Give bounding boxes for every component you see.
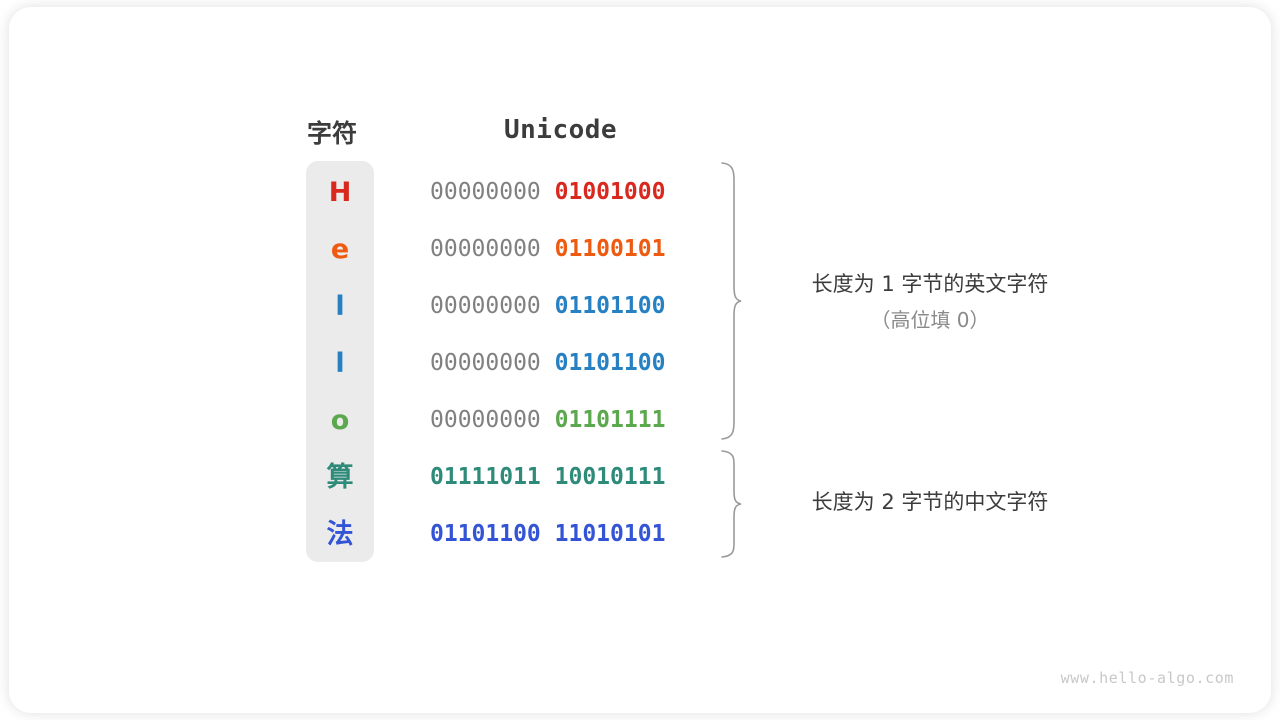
row-high-byte: 01111011 bbox=[430, 464, 541, 490]
row-bits: 00000000 01101100 bbox=[430, 335, 686, 392]
row-low-byte: 01100101 bbox=[554, 236, 666, 262]
row-high-byte: 01101100 bbox=[430, 521, 541, 547]
row-character: 算 bbox=[326, 462, 354, 493]
row-high-byte: 00000000 bbox=[430, 407, 541, 433]
figure-card bbox=[9, 7, 1271, 713]
character-column-background bbox=[306, 161, 374, 562]
row-low-byte: 01101100 bbox=[554, 293, 666, 319]
table-row: e 00000000 01100101 bbox=[0, 221, 1280, 278]
annotation-two-byte-line1: 长度为 2 字节的中文字符 bbox=[811, 490, 1049, 514]
annotation-one-byte-line1: 长度为 1 字节的英文字符 bbox=[811, 272, 1049, 296]
watermark-url: www.hello-algo.com bbox=[1060, 669, 1234, 687]
row-high-byte: 00000000 bbox=[430, 179, 541, 205]
row-low-byte: 01001000 bbox=[554, 179, 666, 205]
row-high-byte: 00000000 bbox=[430, 236, 541, 262]
table-row: H 00000000 01001000 bbox=[0, 164, 1280, 221]
row-high-byte: 00000000 bbox=[430, 350, 541, 376]
table-row: 算 01111011 10010111 bbox=[0, 449, 1280, 506]
row-low-byte: 01101111 bbox=[554, 407, 666, 433]
table-row: o 00000000 01101111 bbox=[0, 392, 1280, 449]
annotation-one-byte-line2: （高位填 0） bbox=[870, 308, 990, 332]
row-bits: 01111011 10010111 bbox=[430, 449, 686, 506]
row-character: o bbox=[330, 405, 350, 436]
row-bits: 00000000 01101100 bbox=[430, 278, 686, 335]
row-low-byte: 01101100 bbox=[554, 350, 666, 376]
row-bits: 00000000 01001000 bbox=[430, 164, 686, 221]
annotation-one-byte: 长度为 1 字节的英文字符 （高位填 0） bbox=[770, 266, 1090, 338]
row-character: H bbox=[328, 177, 352, 208]
row-character: 法 bbox=[326, 519, 354, 550]
row-bits: 00000000 01101111 bbox=[430, 392, 686, 449]
row-character: l bbox=[335, 348, 345, 379]
table-row: l 00000000 01101100 bbox=[0, 335, 1280, 392]
row-bits: 00000000 01100101 bbox=[430, 221, 686, 278]
row-character: e bbox=[330, 234, 350, 265]
row-low-byte: 11010101 bbox=[554, 521, 666, 547]
row-low-byte: 10010111 bbox=[554, 464, 666, 490]
column-header-character: 字符 bbox=[307, 120, 358, 148]
table-row: 法 01101100 11010101 bbox=[0, 506, 1280, 563]
column-header-unicode: Unicode bbox=[504, 115, 618, 145]
table-row: l 00000000 01101100 bbox=[0, 278, 1280, 335]
row-high-byte: 00000000 bbox=[430, 293, 541, 319]
annotation-two-byte: 长度为 2 字节的中文字符 bbox=[770, 486, 1090, 518]
row-character: l bbox=[335, 291, 345, 322]
row-bits: 01101100 11010101 bbox=[430, 506, 686, 563]
